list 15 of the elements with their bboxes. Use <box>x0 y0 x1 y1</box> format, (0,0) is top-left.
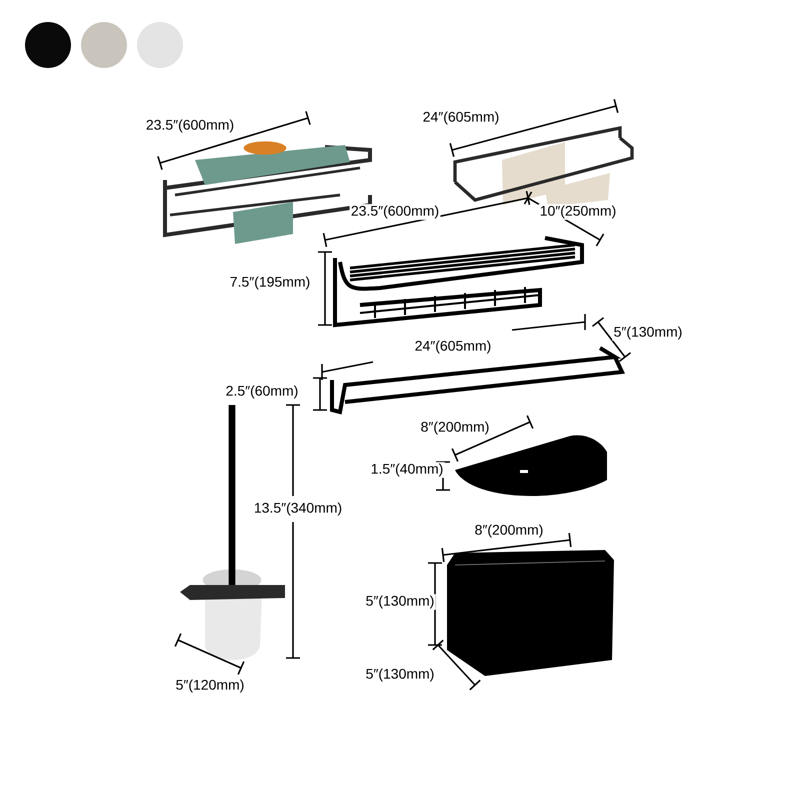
dimension-label: 23.5″(600mm) <box>350 204 440 220</box>
dimension-label: 7.5″(195mm) <box>228 275 312 291</box>
dimension-label: 5″(120mm) <box>174 678 246 694</box>
dimension-label: 24″(605mm) <box>413 339 493 355</box>
dimension-label: 10″(250mm) <box>538 204 618 220</box>
dimension-label: 5″(130mm) <box>364 667 436 683</box>
dimension-label: 2.5″(60mm) <box>224 384 300 400</box>
dimension-label: 13.5″(340mm) <box>252 501 344 517</box>
dimension-label: 23.5″(600mm) <box>144 118 236 134</box>
dimension-label: 1.5″(40mm) <box>369 462 445 478</box>
dimension-label: 5″(130mm) <box>612 325 684 341</box>
dimension-label: 8″(200mm) <box>419 420 491 436</box>
dimension-label: 5″(130mm) <box>364 594 436 610</box>
dimension-label: 8″(200mm) <box>473 523 545 539</box>
dimension-label: 24″(605mm) <box>421 110 501 126</box>
